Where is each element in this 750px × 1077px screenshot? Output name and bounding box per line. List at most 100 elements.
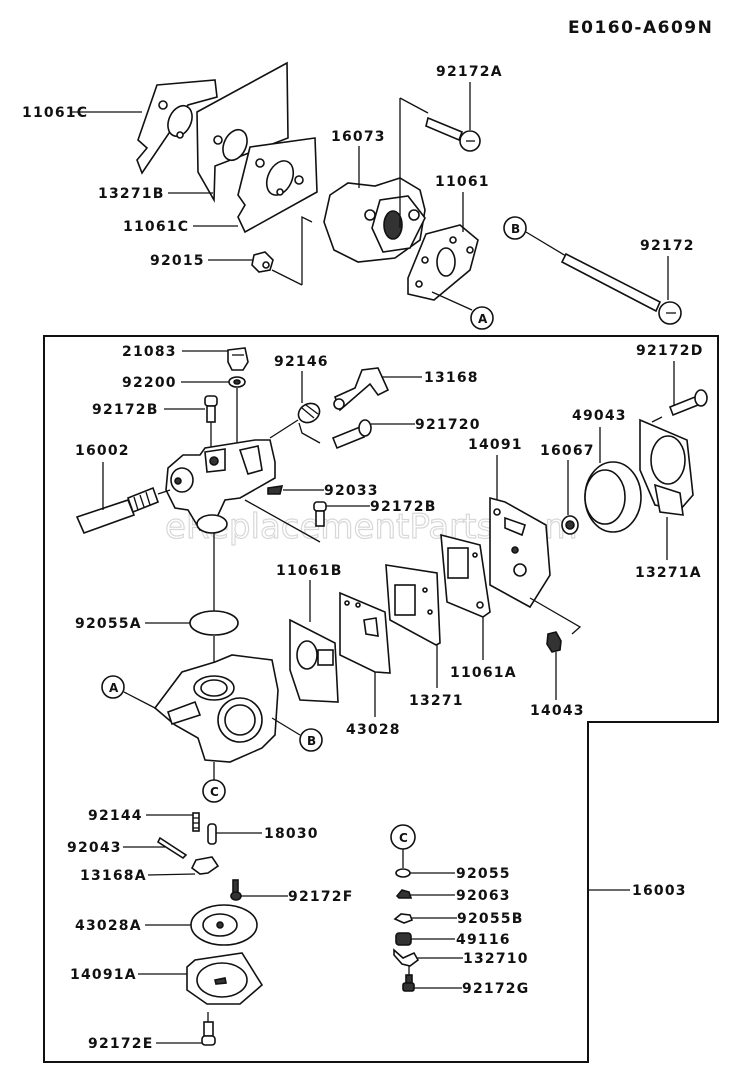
screw-921720 [331,419,372,450]
plate-132710 [393,948,420,967]
screw-92172e [201,1021,216,1046]
part-label-92172e[interactable]: 92172E [88,1036,153,1052]
part-label-92172f[interactable]: 92172F [288,889,353,905]
screw-92172b-top [204,395,218,423]
part-label-92172[interactable]: 92172 [640,238,695,254]
ref-circle-c: C [202,779,226,803]
part-label-21083[interactable]: 21083 [122,344,177,360]
part-label-92055a[interactable]: 92055A [75,616,142,632]
part-label-43028[interactable]: 43028 [346,722,401,738]
part-label-92200[interactable]: 92200 [122,375,177,391]
pin-92043 [156,836,188,860]
gasket-11061c-inner [237,137,318,234]
plate-13271a [639,418,694,516]
part-label-92043[interactable]: 92043 [67,840,122,856]
part-label-13271b[interactable]: 13271B [98,186,165,202]
ref-circle-b: B [299,728,323,752]
part-label-13168a[interactable]: 13168A [80,868,147,884]
carburetor-upper-body [165,439,276,534]
washer-92055 [395,868,411,878]
svg-text:A: A [478,312,488,326]
cup-49043 [584,461,642,533]
insulator-16073 [323,177,426,263]
part-label-14091a[interactable]: 14091A [70,967,137,983]
bolt-92172a [425,116,481,152]
screw-92172f [230,879,242,901]
filter-14043 [546,631,562,653]
part-label-16073[interactable]: 16073 [331,129,386,145]
part-92063 [395,889,413,899]
part-label-92172b[interactable]: 92172B [92,402,159,418]
lever-13168a [190,856,220,875]
carburetor-lower-body [153,654,279,763]
ref-circle-b: B [503,216,527,240]
screw-92172d [668,389,708,417]
nut-92015 [251,251,274,273]
part-label-13271a[interactable]: 13271A [635,565,702,581]
bolt-92172 [560,252,682,325]
screw-92172b-mid [313,501,327,527]
part-label-11061[interactable]: 11061 [435,174,490,190]
svg-text:A: A [109,681,119,695]
gasket-13271b [196,61,289,203]
spring-92146 [297,402,321,424]
part-label-92055[interactable]: 92055 [456,866,511,882]
diaphragm-43028a [190,904,258,946]
part-label-921720[interactable]: 921720 [415,417,481,433]
part-label-11061a[interactable]: 11061A [450,665,517,681]
screw-92172g [402,974,415,992]
part-label-132710[interactable]: 132710 [463,951,529,967]
part-label-16067[interactable]: 16067 [540,443,595,459]
part-label-92172g[interactable]: 92172G [462,981,529,997]
part-label-11061c[interactable]: 11061C [123,219,189,235]
part-label-11061b[interactable]: 11061B [276,563,343,579]
part-label-11061c[interactable]: 11061C [22,105,88,121]
ref-circle-a: A [101,675,125,699]
part-label-92144[interactable]: 92144 [88,808,143,824]
part-label-92055b[interactable]: 92055B [457,911,524,927]
gasket-13271 [385,564,441,646]
part-label-14091[interactable]: 14091 [468,437,523,453]
ref-circle-c: C [390,824,416,850]
diaphragm-43028 [339,591,391,674]
part-label-92172b[interactable]: 92172B [370,499,437,515]
part-label-92172a[interactable]: 92172A [436,64,503,80]
washer-92055b [393,913,414,924]
part-label-92172d[interactable]: 92172D [636,343,704,359]
part-label-92015[interactable]: 92015 [150,253,205,269]
svg-text:B: B [511,222,520,236]
lever-13168 [333,367,390,412]
part-label-18030[interactable]: 18030 [264,826,319,842]
part-label-92146[interactable]: 92146 [274,354,329,370]
clip-92033 [267,485,284,495]
part-label-92063[interactable]: 92063 [456,888,511,904]
washer-92200 [228,376,246,388]
ref-circle-a: A [470,306,494,330]
part-label-92033[interactable]: 92033 [324,483,379,499]
part-label-16003[interactable]: 16003 [632,883,687,899]
svg-text:C: C [399,831,408,845]
spring-92144 [192,812,200,832]
part-label-49116[interactable]: 49116 [456,932,511,948]
part-label-49043[interactable]: 49043 [572,408,627,424]
needle-18030 [207,823,217,845]
part-label-14043[interactable]: 14043 [530,703,585,719]
cover-14091a [186,952,264,1005]
valve-49116 [395,932,412,946]
part-label-43028a[interactable]: 43028A [75,918,142,934]
gasket-11061c-outer [136,79,218,175]
part-label-13271[interactable]: 13271 [409,693,464,709]
part-label-13168[interactable]: 13168 [424,370,479,386]
valve-16067 [561,515,579,535]
assembly-frame [43,335,719,1063]
svg-text:C: C [210,785,219,799]
svg-text:B: B [307,734,316,748]
part-label-16002[interactable]: 16002 [75,443,130,459]
diagram-code: E0160-A609N [568,18,713,38]
gasket-11061a [440,533,491,618]
gasket-11061b [289,618,339,703]
o-ring-92055a [189,610,239,636]
pump-cover-14091 [489,496,551,609]
cap-21083 [227,347,249,371]
